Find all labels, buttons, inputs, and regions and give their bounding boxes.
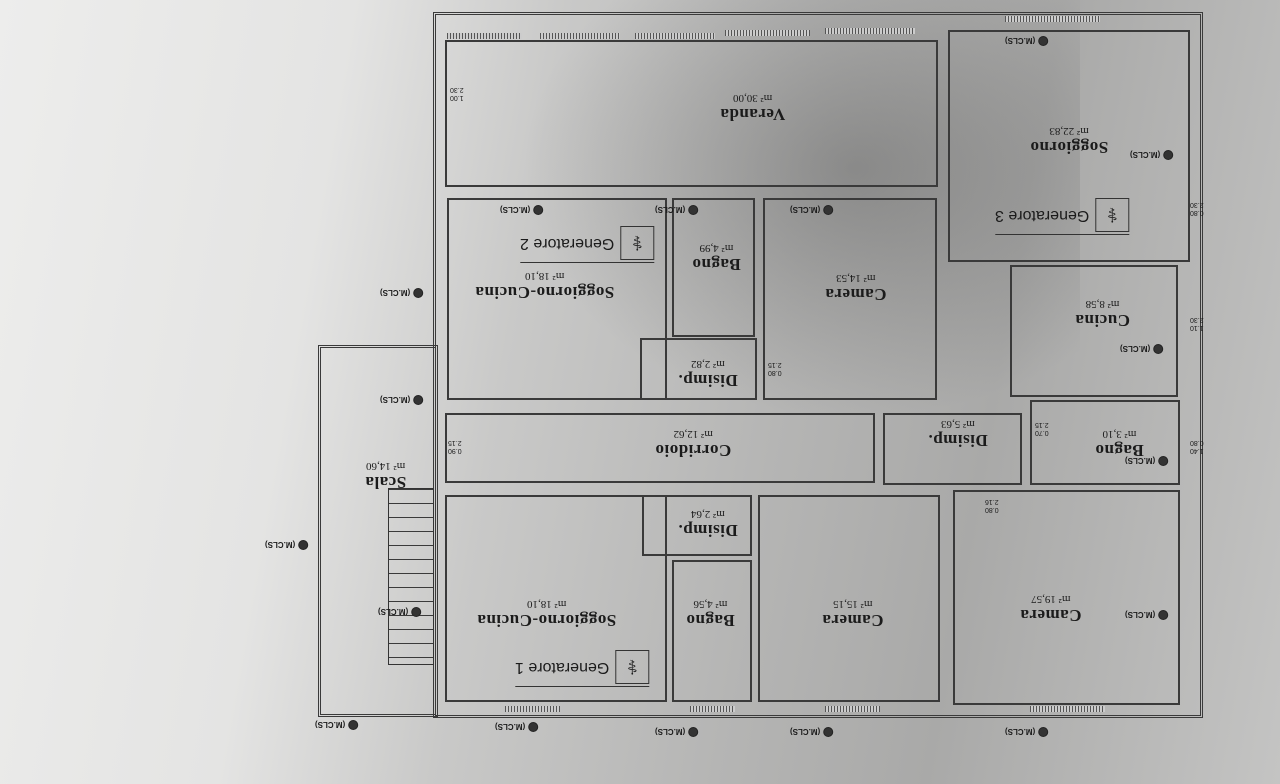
mcls-marker: (M.CLS) [1125, 456, 1169, 466]
room-soggiorno [948, 30, 1190, 262]
dimension-label: 0.80 2.30 [1190, 201, 1204, 216]
room-soggiorno-cucina-1 [445, 495, 667, 702]
dimension-label: 1.00 2.30 [450, 86, 464, 101]
stair-wall [318, 345, 438, 717]
mcls-marker: (M.CLS) [1130, 150, 1174, 160]
room-camera-2 [763, 198, 937, 400]
room-camera-1 [758, 495, 940, 702]
mcls-marker: (M.CLS) [380, 288, 424, 298]
room-label: Disimp.m² 5,63 [928, 418, 988, 450]
photo-shadow [520, 0, 1080, 420]
mcls-marker: (M.CLS) [790, 727, 834, 737]
room-corridoio [445, 413, 875, 483]
room-disimp-center [883, 413, 1022, 485]
room-bagno-2 [672, 198, 755, 337]
mcls-marker: (M.CLS) [1120, 344, 1164, 354]
window [690, 706, 735, 712]
caduceus-icon: ⚕ [615, 650, 650, 684]
staircase [388, 488, 434, 665]
caduceus-icon: ⚕ [1095, 198, 1130, 232]
room-veranda [445, 40, 938, 187]
room-disimp-1 [642, 495, 752, 556]
generator-label: ⚕Generatore 3 [995, 198, 1130, 235]
mcls-marker: (M.CLS) [380, 395, 424, 405]
room-cucina [1010, 265, 1178, 397]
window [725, 30, 810, 36]
mcls-marker: (M.CLS) [1125, 610, 1169, 620]
mcls-marker: (M.CLS) [1005, 727, 1049, 737]
mcls-marker: (M.CLS) [500, 205, 544, 215]
window [635, 33, 715, 39]
room-label: Disimp.m² 2,64 [678, 508, 738, 540]
dimension-label: 0.90 2.15 [448, 439, 462, 454]
room-camera-3 [953, 490, 1180, 705]
window [505, 706, 560, 712]
dimension-label: 1.10 2.30 [1190, 316, 1204, 331]
dimension-label: 1.40 0.80 [1190, 439, 1204, 454]
window [825, 28, 915, 34]
caduceus-icon: ⚕ [620, 226, 655, 260]
room-disimp-2 [640, 338, 757, 400]
window [540, 33, 620, 39]
mcls-marker: (M.CLS) [495, 722, 539, 732]
room-bagno-3 [1030, 400, 1180, 485]
room-soggiorno-cucina-2 [447, 198, 667, 400]
window [1030, 706, 1105, 712]
generator-label: ⚕Generatore 1 [515, 650, 650, 687]
mcls-marker: (M.CLS) [655, 205, 699, 215]
room-label: Disimp.m² 2,82 [678, 358, 738, 390]
mcls-marker: (M.CLS) [1005, 36, 1049, 46]
window [825, 706, 880, 712]
dimension-label: 0.80 2.16 [985, 498, 999, 513]
mcls-marker: (M.CLS) [378, 607, 422, 617]
window [1005, 16, 1100, 22]
mcls-marker: (M.CLS) [315, 720, 359, 730]
generator-label: ⚕Generatore 2 [520, 226, 655, 263]
room-bagno-1 [672, 560, 752, 702]
dimension-label: 0.80 2.15 [768, 361, 782, 376]
mcls-marker: (M.CLS) [265, 540, 309, 550]
dimension-label: 0.70 2.15 [1035, 421, 1049, 436]
mcls-marker: (M.CLS) [655, 727, 699, 737]
mcls-marker: (M.CLS) [790, 205, 834, 215]
outer-wall [433, 12, 1203, 718]
window [447, 33, 522, 39]
